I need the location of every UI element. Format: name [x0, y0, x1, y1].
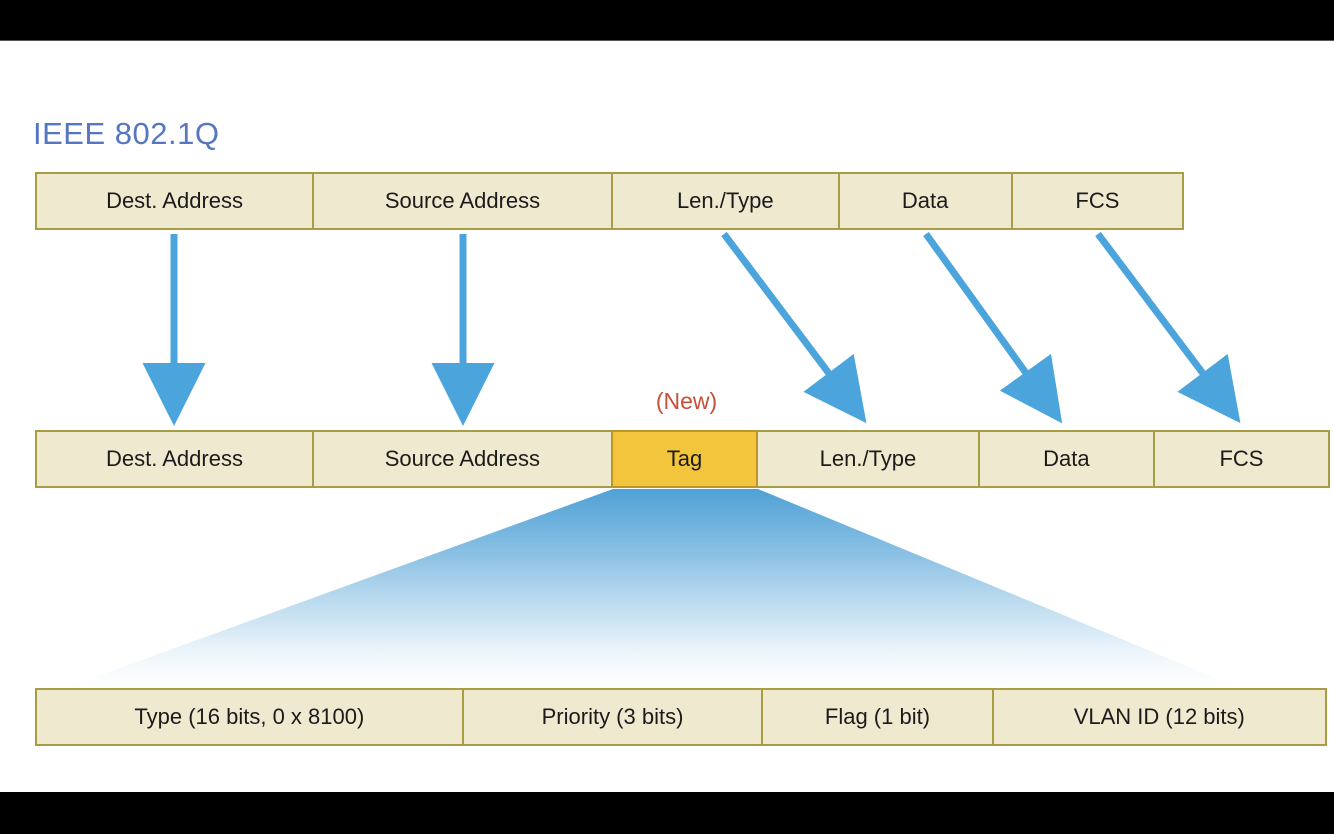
field-tag-priority: Priority (3 bits)	[461, 688, 764, 746]
field-tag-highlighted: Tag	[610, 430, 759, 488]
field-tag-type: Type (16 bits, 0 x 8100)	[35, 688, 464, 746]
field-label: FCS	[1219, 446, 1264, 471]
field-source-address: Source Address	[312, 430, 613, 488]
field-label: Data	[901, 188, 949, 213]
field-dest-address: Dest. Address	[35, 430, 314, 488]
field-label: Priority (3 bits)	[541, 704, 684, 729]
field-data: Data	[977, 430, 1155, 488]
arrow-data	[923, 231, 1063, 424]
arrow-len-type	[721, 231, 867, 424]
field-label: Dest. Address	[106, 188, 244, 213]
field-tag-flag: Flag (1 bit)	[761, 688, 994, 746]
letterbox-top-bar	[0, 0, 1334, 41]
field-label: Flag (1 bit)	[824, 704, 931, 729]
frame-original-row: Dest. Address Source Address Len./Type D…	[35, 172, 1184, 230]
field-label: Source Address	[384, 446, 541, 471]
field-label: VLAN ID (12 bits)	[1073, 704, 1245, 729]
field-fcs: FCS	[1152, 430, 1330, 488]
field-dest-address: Dest. Address	[35, 172, 315, 230]
field-tag-vlan-id: VLAN ID (12 bits)	[991, 688, 1327, 746]
field-source-address: Source Address	[312, 172, 613, 230]
field-len-type: Len./Type	[610, 172, 840, 230]
field-label: FCS	[1075, 188, 1120, 213]
field-label: Len./Type	[676, 188, 774, 213]
field-data: Data	[837, 172, 1013, 230]
field-label: Source Address	[384, 188, 541, 213]
field-label: Dest. Address	[106, 446, 243, 471]
tag-expansion-funnel	[65, 489, 1240, 688]
arrow-fcs	[1095, 231, 1241, 424]
field-label: Len./Type	[819, 446, 917, 471]
field-fcs: FCS	[1010, 172, 1184, 230]
field-label: Tag	[666, 446, 703, 471]
tag-detail-row: Type (16 bits, 0 x 8100) Priority (3 bit…	[35, 688, 1327, 746]
field-label: Data	[1043, 446, 1090, 471]
new-tag-annotation: (New)	[655, 388, 718, 414]
frame-tagged-row: Dest. Address Source Address Tag Len./Ty…	[35, 430, 1330, 488]
letterbox-bottom-bar	[0, 792, 1334, 834]
field-label: Type (16 bits, 0 x 8100)	[134, 704, 365, 729]
field-len-type: Len./Type	[756, 430, 980, 488]
slide-title: IEEE 802.1Q	[33, 116, 220, 151]
